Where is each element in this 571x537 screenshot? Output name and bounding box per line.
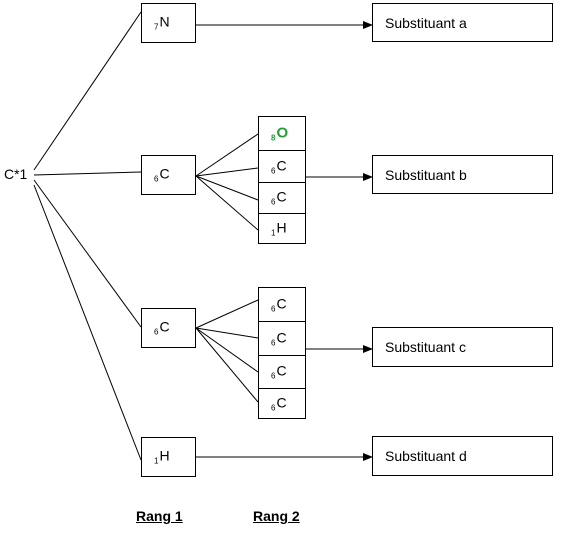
atomic-number: 6 — [154, 174, 159, 184]
bond-line — [195, 175, 259, 201]
rank2-c-box-c2: 6C — [258, 321, 306, 356]
bond-line — [33, 184, 142, 461]
rank2-b-box-o: 8O — [258, 116, 306, 151]
atomic-number: 8 — [271, 133, 276, 142]
atomic-number: 6 — [271, 166, 276, 175]
rank2-label: Rang 2 — [253, 508, 300, 524]
substituent-a-label: Substituant a — [385, 14, 467, 31]
atomic-number: 6 — [271, 197, 276, 207]
atomic-number: 1 — [271, 228, 276, 237]
rank1-box-c-c: 6C — [141, 308, 196, 348]
rank1-box-h: 1H — [141, 437, 196, 477]
rank2-c-box-c1: 6C — [258, 287, 306, 322]
bond-line — [33, 11, 142, 171]
bond-line — [195, 327, 259, 373]
bond-line — [195, 327, 259, 403]
element-symbol: C — [159, 165, 170, 182]
element-symbol: H — [276, 219, 287, 235]
substituent-b-label: Substituant b — [385, 166, 467, 183]
rank1-box-n: 7N — [141, 3, 196, 43]
substituent-d-box: Substituant d — [372, 436, 553, 476]
bond-line — [195, 175, 259, 231]
rank2-b-box-h: 1H — [258, 213, 306, 244]
bond-line — [195, 327, 259, 339]
atomic-number: 6 — [271, 371, 276, 381]
bond-line — [195, 299, 259, 329]
element-symbol: C — [276, 394, 287, 410]
atomic-number: 7 — [154, 22, 159, 32]
rank2-c-box-c3: 6C — [258, 355, 306, 389]
element-symbol: O — [276, 124, 289, 141]
substituent-a-box: Substituant a — [372, 3, 553, 42]
substituent-d-label: Substituant d — [385, 448, 467, 464]
rank1-box-c-b: 6C — [141, 155, 196, 195]
element-symbol: N — [159, 13, 170, 30]
substituent-c-label: Substituant c — [385, 339, 466, 355]
substituent-c-box: Substituant c — [372, 327, 553, 367]
element-symbol: C — [159, 318, 170, 335]
atomic-number: 6 — [154, 327, 159, 337]
substituent-b-box: Substituant b — [372, 155, 553, 194]
rank2-c-box-c4: 6C — [258, 388, 306, 419]
element-symbol: C — [276, 188, 287, 205]
element-symbol: H — [159, 447, 170, 464]
bond-line — [33, 179, 142, 328]
element-symbol: C — [276, 157, 287, 173]
bond-line — [33, 171, 142, 176]
atomic-number: 1 — [154, 456, 159, 466]
rank1-label: Rang 1 — [136, 508, 183, 524]
atomic-number: 6 — [271, 304, 276, 313]
bond-line — [195, 133, 259, 177]
element-symbol: C — [276, 329, 287, 345]
bond-line — [195, 167, 259, 177]
atomic-number: 6 — [271, 338, 276, 347]
center-atom: C*1 — [4, 166, 28, 182]
rank2-b-box-c1: 6C — [258, 150, 306, 183]
element-symbol: C — [276, 362, 287, 379]
element-symbol: C — [276, 295, 287, 311]
atomic-number: 6 — [271, 403, 276, 412]
rank2-b-box-c2: 6C — [258, 182, 306, 214]
